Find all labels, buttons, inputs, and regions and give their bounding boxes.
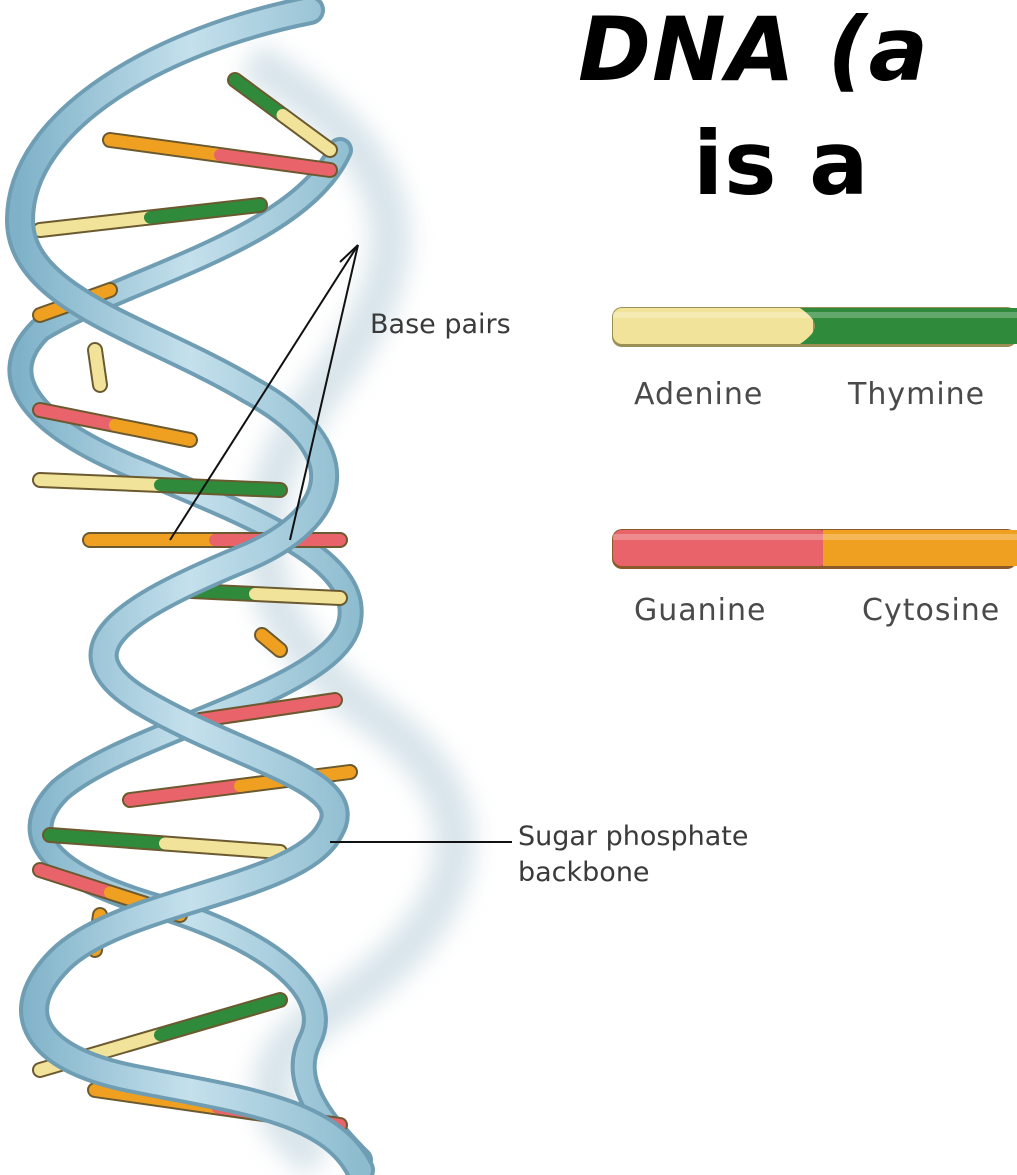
- base-pair-rung: [40, 480, 280, 490]
- legend-label-thymine: Thymine: [848, 378, 985, 412]
- legend-bar-guanine-cytosine: [612, 529, 1017, 569]
- legend-label-adenine: Adenine: [634, 378, 763, 412]
- backbone-label-line-1: Sugar phosphate: [518, 820, 748, 854]
- base-pair-rung: [50, 835, 280, 852]
- base-pair-rung: [95, 350, 100, 385]
- base-pairs-label: Base pairs: [370, 308, 511, 342]
- backbone-label-line-2: backbone: [518, 856, 650, 890]
- base-pair-rung: [40, 205, 260, 230]
- title-line-1: DNA (a: [578, 2, 929, 98]
- legend-bar-adenine-thymine: [612, 307, 1017, 347]
- legend-label-cytosine: Cytosine: [862, 594, 1000, 628]
- legend-label-guanine: Guanine: [634, 594, 766, 628]
- base-pair-rung: [110, 140, 330, 170]
- title-line-2: is a: [693, 116, 870, 212]
